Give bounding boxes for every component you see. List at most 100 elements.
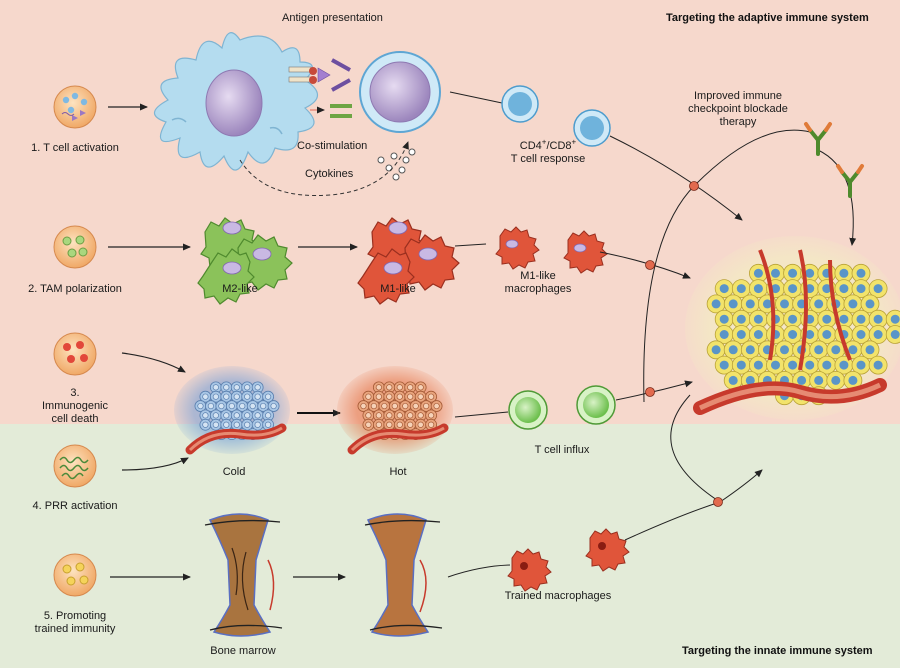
cell-nucleus (839, 314, 849, 324)
cell-nucleus (223, 384, 230, 391)
macrophage-m1-icon (357, 217, 460, 305)
cell-nucleus (831, 375, 841, 385)
cell-nucleus (370, 402, 377, 410)
cell-nucleus (805, 360, 815, 370)
macrophage-m2-icon (197, 217, 293, 305)
innate-panel (0, 424, 900, 668)
cell-nucleus (386, 412, 393, 419)
cell-nucleus (745, 375, 755, 385)
t-cell-influx-label: T cell influx (534, 444, 590, 456)
strategy-arrows (108, 103, 191, 581)
cell-nucleus (728, 299, 738, 309)
cell-nucleus (233, 393, 240, 400)
cell-nucleus (736, 360, 746, 370)
cell-nucleus (239, 402, 246, 410)
nanoparticle-icon (53, 225, 97, 269)
t-cell-icon (573, 109, 611, 147)
cell-nucleus (402, 402, 409, 410)
cell-nucleus (212, 393, 219, 400)
antigen-presentation-label: Antigen presentation (282, 12, 383, 24)
cell-nucleus (207, 402, 214, 410)
improved-checkpoint-label: Improved immune checkpoint blockade ther… (688, 90, 788, 128)
cell-nucleus (433, 402, 440, 410)
bone-marrow-label: Bone marrow (210, 645, 276, 657)
t-cell-response-text: T cell response (510, 153, 586, 165)
cell-nucleus (386, 421, 393, 428)
cell-nucleus (736, 314, 746, 324)
adaptive-header: Targeting the adaptive immune system (666, 12, 869, 24)
cell-nucleus (873, 360, 883, 370)
cell-nucleus (736, 330, 746, 339)
cell-nucleus (254, 412, 261, 419)
cell-nucleus (428, 393, 435, 400)
cytokine-loop-arrow (239, 141, 409, 197)
cell-nucleus (797, 299, 807, 309)
cell-nucleus (202, 421, 209, 428)
cd4-text: CD4 (519, 140, 542, 152)
cell-nucleus (254, 393, 261, 400)
cell-nucleus (788, 330, 798, 339)
cell-nucleus (719, 314, 729, 324)
t-cell-icon (359, 51, 441, 133)
cell-nucleus (417, 412, 424, 419)
t-cell-response-arrow (609, 135, 743, 221)
cell-nucleus (218, 402, 225, 410)
cell-nucleus (260, 402, 267, 410)
cell-nucleus (244, 421, 251, 428)
cell-nucleus (797, 375, 807, 385)
cell-nucleus (719, 284, 729, 294)
cell-nucleus (212, 384, 219, 391)
cell-nucleus (745, 345, 755, 355)
cell-nucleus (839, 268, 849, 278)
cell-nucleus (396, 421, 403, 428)
cell-nucleus (822, 360, 832, 370)
cell-nucleus (223, 412, 230, 419)
bone-icon (364, 513, 443, 637)
cell-nucleus (417, 421, 424, 428)
t-cell-icon (501, 85, 539, 123)
cell-nucleus (890, 314, 900, 324)
cell-nucleus (407, 384, 414, 391)
cell-nucleus (873, 330, 883, 339)
innate-header: Targeting the innate immune system (682, 645, 873, 657)
cell-nucleus (202, 412, 209, 419)
cell-nucleus (228, 402, 235, 410)
antibody-icon (804, 122, 864, 198)
cell-nucleus (848, 375, 858, 385)
cell-nucleus (223, 421, 230, 428)
cold-tumor-icon (174, 366, 290, 455)
cell-nucleus (265, 393, 272, 400)
cell-nucleus (375, 421, 382, 428)
cd8-text: /CD8 (546, 140, 572, 152)
cytokines-label: Cytokines (305, 168, 354, 180)
cell-nucleus (386, 384, 393, 391)
hot-tumor-icon (337, 366, 453, 455)
cell-nucleus (270, 402, 277, 410)
m1-macrophages-label: M1-like macrophages (504, 270, 572, 295)
cell-nucleus (745, 299, 755, 309)
cell-nucleus (848, 345, 858, 355)
cell-nucleus (839, 360, 849, 370)
cell-nucleus (814, 299, 824, 309)
cell-nucleus (265, 421, 272, 428)
cell-nucleus (814, 375, 824, 385)
cell-nucleus (822, 330, 832, 339)
junction-node (645, 181, 723, 507)
cell-nucleus (254, 421, 261, 428)
cell-nucleus (407, 421, 414, 428)
cell-nucleus (890, 330, 900, 339)
cell-nucleus (223, 393, 230, 400)
cell-nucleus (265, 412, 272, 419)
dendritic-cell-icon (153, 32, 319, 171)
nanoparticle-icon (53, 444, 97, 488)
cell-nucleus (728, 375, 738, 385)
cell-nucleus (417, 384, 424, 391)
cell-nucleus (212, 412, 219, 419)
cell-nucleus (711, 345, 721, 355)
cell-nucleus (856, 330, 866, 339)
t-cell-influx-icon (508, 385, 616, 430)
cell-nucleus (873, 284, 883, 294)
cell-nucleus (407, 412, 414, 419)
cell-nucleus (780, 345, 789, 355)
cell-nucleus (254, 384, 261, 391)
